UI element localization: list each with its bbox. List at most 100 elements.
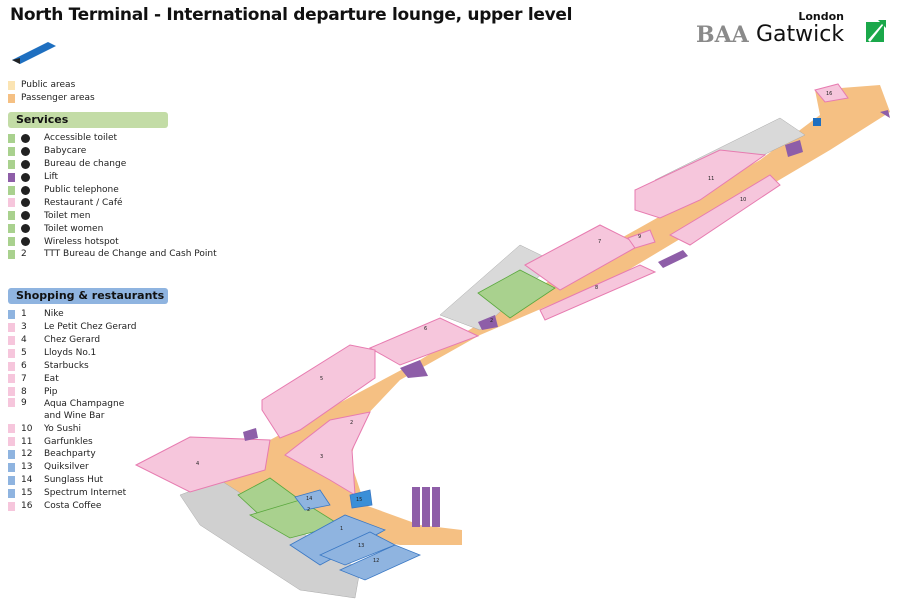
shop-12 (338, 544, 422, 581)
shop-5 (261, 344, 376, 439)
legend-number: 1 (21, 309, 27, 320)
legend-label: Babycare (44, 146, 87, 157)
public-area-swatch (8, 80, 15, 90)
legend-item: 8 Pip (8, 385, 168, 398)
legend-label: Restaurant / Café (44, 197, 123, 208)
legend-swatch (8, 237, 15, 247)
shop-3 (284, 411, 371, 496)
map-label: 11 (708, 176, 714, 182)
legend-swatch (8, 133, 15, 143)
services-heading: Services (8, 112, 168, 128)
shop-1 (289, 514, 386, 566)
legend-label: Bureau de change (44, 159, 127, 170)
toilet-women-icon (21, 224, 30, 234)
map-label: 5 (320, 376, 323, 382)
lift (478, 315, 498, 330)
area-legend: Public areas Passenger areas (8, 79, 95, 105)
legend-label: Sunglass Hut (44, 475, 104, 486)
legend-swatch (8, 249, 15, 259)
legend-item: Babycare (8, 145, 217, 158)
legend-label: Nike (44, 309, 64, 320)
map-label: 10 (740, 197, 746, 203)
legend-label: Toilet men (44, 210, 91, 221)
stairs (658, 250, 688, 268)
legend-number: 11 (21, 436, 33, 447)
legend-swatch (8, 348, 15, 358)
stairs (880, 110, 890, 118)
map-label: 8 (595, 285, 598, 291)
legend-swatch (8, 501, 15, 511)
shop-15 (349, 489, 373, 509)
map-label: 6 (424, 326, 427, 332)
north-arrow-icon (12, 42, 56, 64)
wireless-hotspot-icon (21, 237, 30, 247)
legend-swatch (8, 437, 15, 447)
information-point (813, 118, 821, 126)
legend-item: Accessible toilet (8, 132, 217, 145)
legend-swatch (8, 335, 15, 345)
legend-item: 12 Beachparty (8, 448, 168, 461)
legend-swatch (8, 449, 15, 459)
lift-icon (21, 172, 30, 182)
map-label: 7 (598, 239, 601, 245)
legend-number: 15 (21, 488, 33, 499)
legend-label: Aqua Champagne and Wine Bar (44, 399, 125, 422)
legend-swatch (8, 185, 15, 195)
legend-label: Pip (44, 386, 58, 397)
map-label: 13 (358, 543, 364, 549)
legend-number: 8 (21, 386, 27, 397)
map-label: 12 (373, 558, 379, 564)
passenger-area (205, 85, 890, 545)
map-label: 9 (638, 234, 641, 240)
legend-number: 16 (21, 501, 33, 512)
telephone-icon (21, 185, 30, 195)
legend-number: 14 (21, 475, 33, 486)
toilet-men-icon (21, 211, 30, 221)
legend-label: Public telephone (44, 185, 119, 195)
babycare-icon (21, 146, 30, 156)
legend-label: Garfunkles (44, 436, 93, 447)
shopping-heading: Shopping & restaurants (8, 288, 168, 304)
toilets (477, 269, 556, 319)
legend-swatch (8, 361, 15, 371)
shop-6 (368, 317, 480, 366)
logo-brand: Gatwick (756, 22, 845, 47)
legend-swatch (8, 475, 15, 485)
legend-swatch (8, 159, 15, 169)
logo-city: London (798, 10, 844, 23)
map-label: 2 (350, 420, 353, 426)
legend-swatch (8, 309, 15, 319)
legend-number: 13 (21, 462, 33, 473)
map-label: 15 (356, 497, 362, 503)
shop-14 (294, 489, 331, 511)
legend-label: Lift (44, 172, 59, 183)
legend-swatch (8, 424, 15, 434)
page-title: North Terminal - International departure… (10, 5, 573, 25)
legend-swatch (8, 462, 15, 472)
legend-swatch (8, 322, 15, 332)
legend-label: Passenger areas (21, 93, 95, 104)
legend-label: Accessible toilet (44, 133, 118, 144)
legend-item: 14 Sunglass Hut (8, 474, 168, 487)
escalator (432, 487, 440, 527)
map-label: 2 (307, 507, 310, 513)
legend-item: Restaurant / Café (8, 196, 217, 209)
legend-label: Beachparty (44, 449, 96, 460)
legend-swatch (8, 374, 15, 384)
legend-number: 12 (21, 449, 33, 460)
legend-label: Chez Gerard (44, 335, 101, 346)
bureau-de-change-icon (21, 159, 30, 169)
shop-8 (539, 264, 657, 321)
legend-label: TTT Bureau de Change and Cash Point (44, 249, 217, 260)
legend-number: 5 (21, 348, 27, 359)
legend-item: Lift (8, 171, 217, 184)
shop-10 (668, 174, 781, 246)
shop-11 (634, 149, 767, 219)
